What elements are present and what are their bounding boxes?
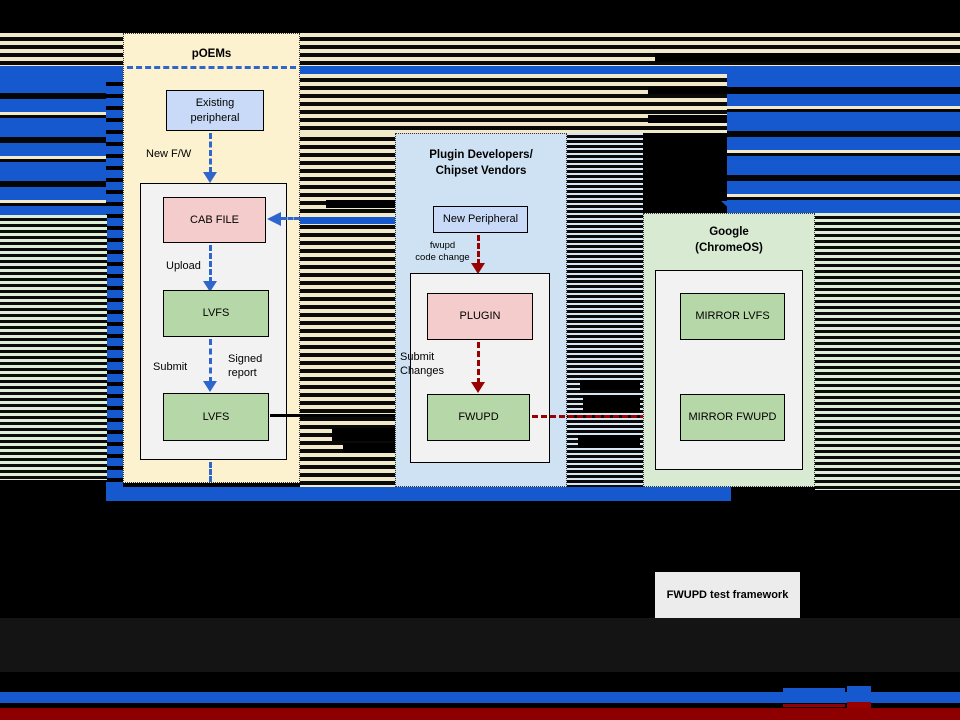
redaction-bar	[648, 87, 960, 94]
glitch-dark-band	[0, 618, 960, 672]
redaction-bar	[655, 53, 960, 62]
redaction-bar	[580, 380, 640, 390]
node-existing-peripheral: Existing peripheral	[166, 90, 264, 131]
panel-poems-title: pOEMs	[191, 48, 232, 60]
arrow-new-fw	[209, 133, 212, 173]
node-fwupd: FWUPD	[427, 394, 530, 441]
redaction-bar	[343, 443, 396, 453]
edge-label-fwupd-code-change: fwupd code change	[415, 240, 470, 264]
redaction-bar	[578, 435, 640, 448]
arrow-submit	[209, 339, 212, 383]
node-new-peripheral: New Peripheral	[433, 206, 528, 233]
glitch-stripe-gap-plugin-google	[567, 133, 643, 487]
edge-label-new-fw: New F/W	[146, 148, 192, 160]
arrow-new-peripheral-to-cab-seg1	[281, 217, 300, 220]
node-mirror-fwupd: MIRROR FWUPD	[680, 394, 785, 441]
glitch-stripe-green-left	[0, 215, 107, 480]
glitch-blue-bar-under-panels	[106, 487, 731, 501]
edge-label-upload: Upload	[166, 260, 201, 272]
arrow-upload-head	[203, 281, 217, 292]
arrow-lvfs-to-fwupd-line	[270, 414, 412, 417]
node-mirror-lvfs: MIRROR LVFS	[680, 293, 785, 340]
redaction-bar	[648, 115, 727, 123]
legend-red-line	[783, 704, 845, 707]
fwupd-test-framework-box: FWUPD test framework	[655, 572, 800, 618]
arrow-submit-head	[203, 381, 217, 392]
panel-plugin-developers-title: Plugin Developers/ Chipset Vendors	[429, 149, 533, 178]
glitch-smeared-dash-line	[300, 217, 395, 224]
blue-dashed-stub-below-inner-box	[209, 462, 212, 482]
node-lvfs-upper: LVFS	[163, 290, 269, 337]
arrow-upload	[209, 245, 212, 283]
arrow-submit-changes-head	[471, 382, 485, 393]
node-cab-file: CAB FILE	[163, 197, 266, 243]
arrow-new-peripheral-to-cab-head	[267, 212, 281, 226]
edge-label-submit-changes: Submit Changes	[400, 351, 445, 378]
glitch-blue-region-left	[0, 74, 107, 215]
arrow-fwupd-code-change-head	[471, 263, 485, 274]
node-lvfs-lower: LVFS	[163, 393, 269, 441]
blue-dashed-line-poems-top	[127, 66, 296, 69]
arrow-fwupd-code-change	[477, 235, 480, 265]
redaction-bar	[326, 200, 396, 208]
glitch-stripe-band-upper-mid	[300, 74, 727, 133]
node-plugin: PLUGIN	[427, 293, 533, 340]
glitch-blue-bar-top	[0, 66, 960, 74]
edge-label-submit: Submit	[153, 361, 188, 373]
glitch-stripe-green-right	[815, 213, 960, 490]
glitch-red-bar-bottom	[0, 708, 960, 720]
panel-google-title: Google (ChromeOS)	[695, 226, 763, 255]
glitch-blue-dash-column	[106, 74, 123, 500]
arrow-fwupd-to-mirror-line	[532, 415, 655, 418]
blue-arrowhead-into-google	[721, 201, 747, 213]
edge-label-signed-report: Signed report	[228, 353, 263, 380]
redaction-bar	[583, 395, 640, 412]
redaction-bar	[332, 428, 396, 441]
glitch-blue-bar-bottom	[0, 692, 960, 703]
arrow-new-fw-head	[203, 172, 217, 183]
arrow-submit-changes	[477, 342, 480, 384]
legend-blue-line	[783, 688, 845, 692]
